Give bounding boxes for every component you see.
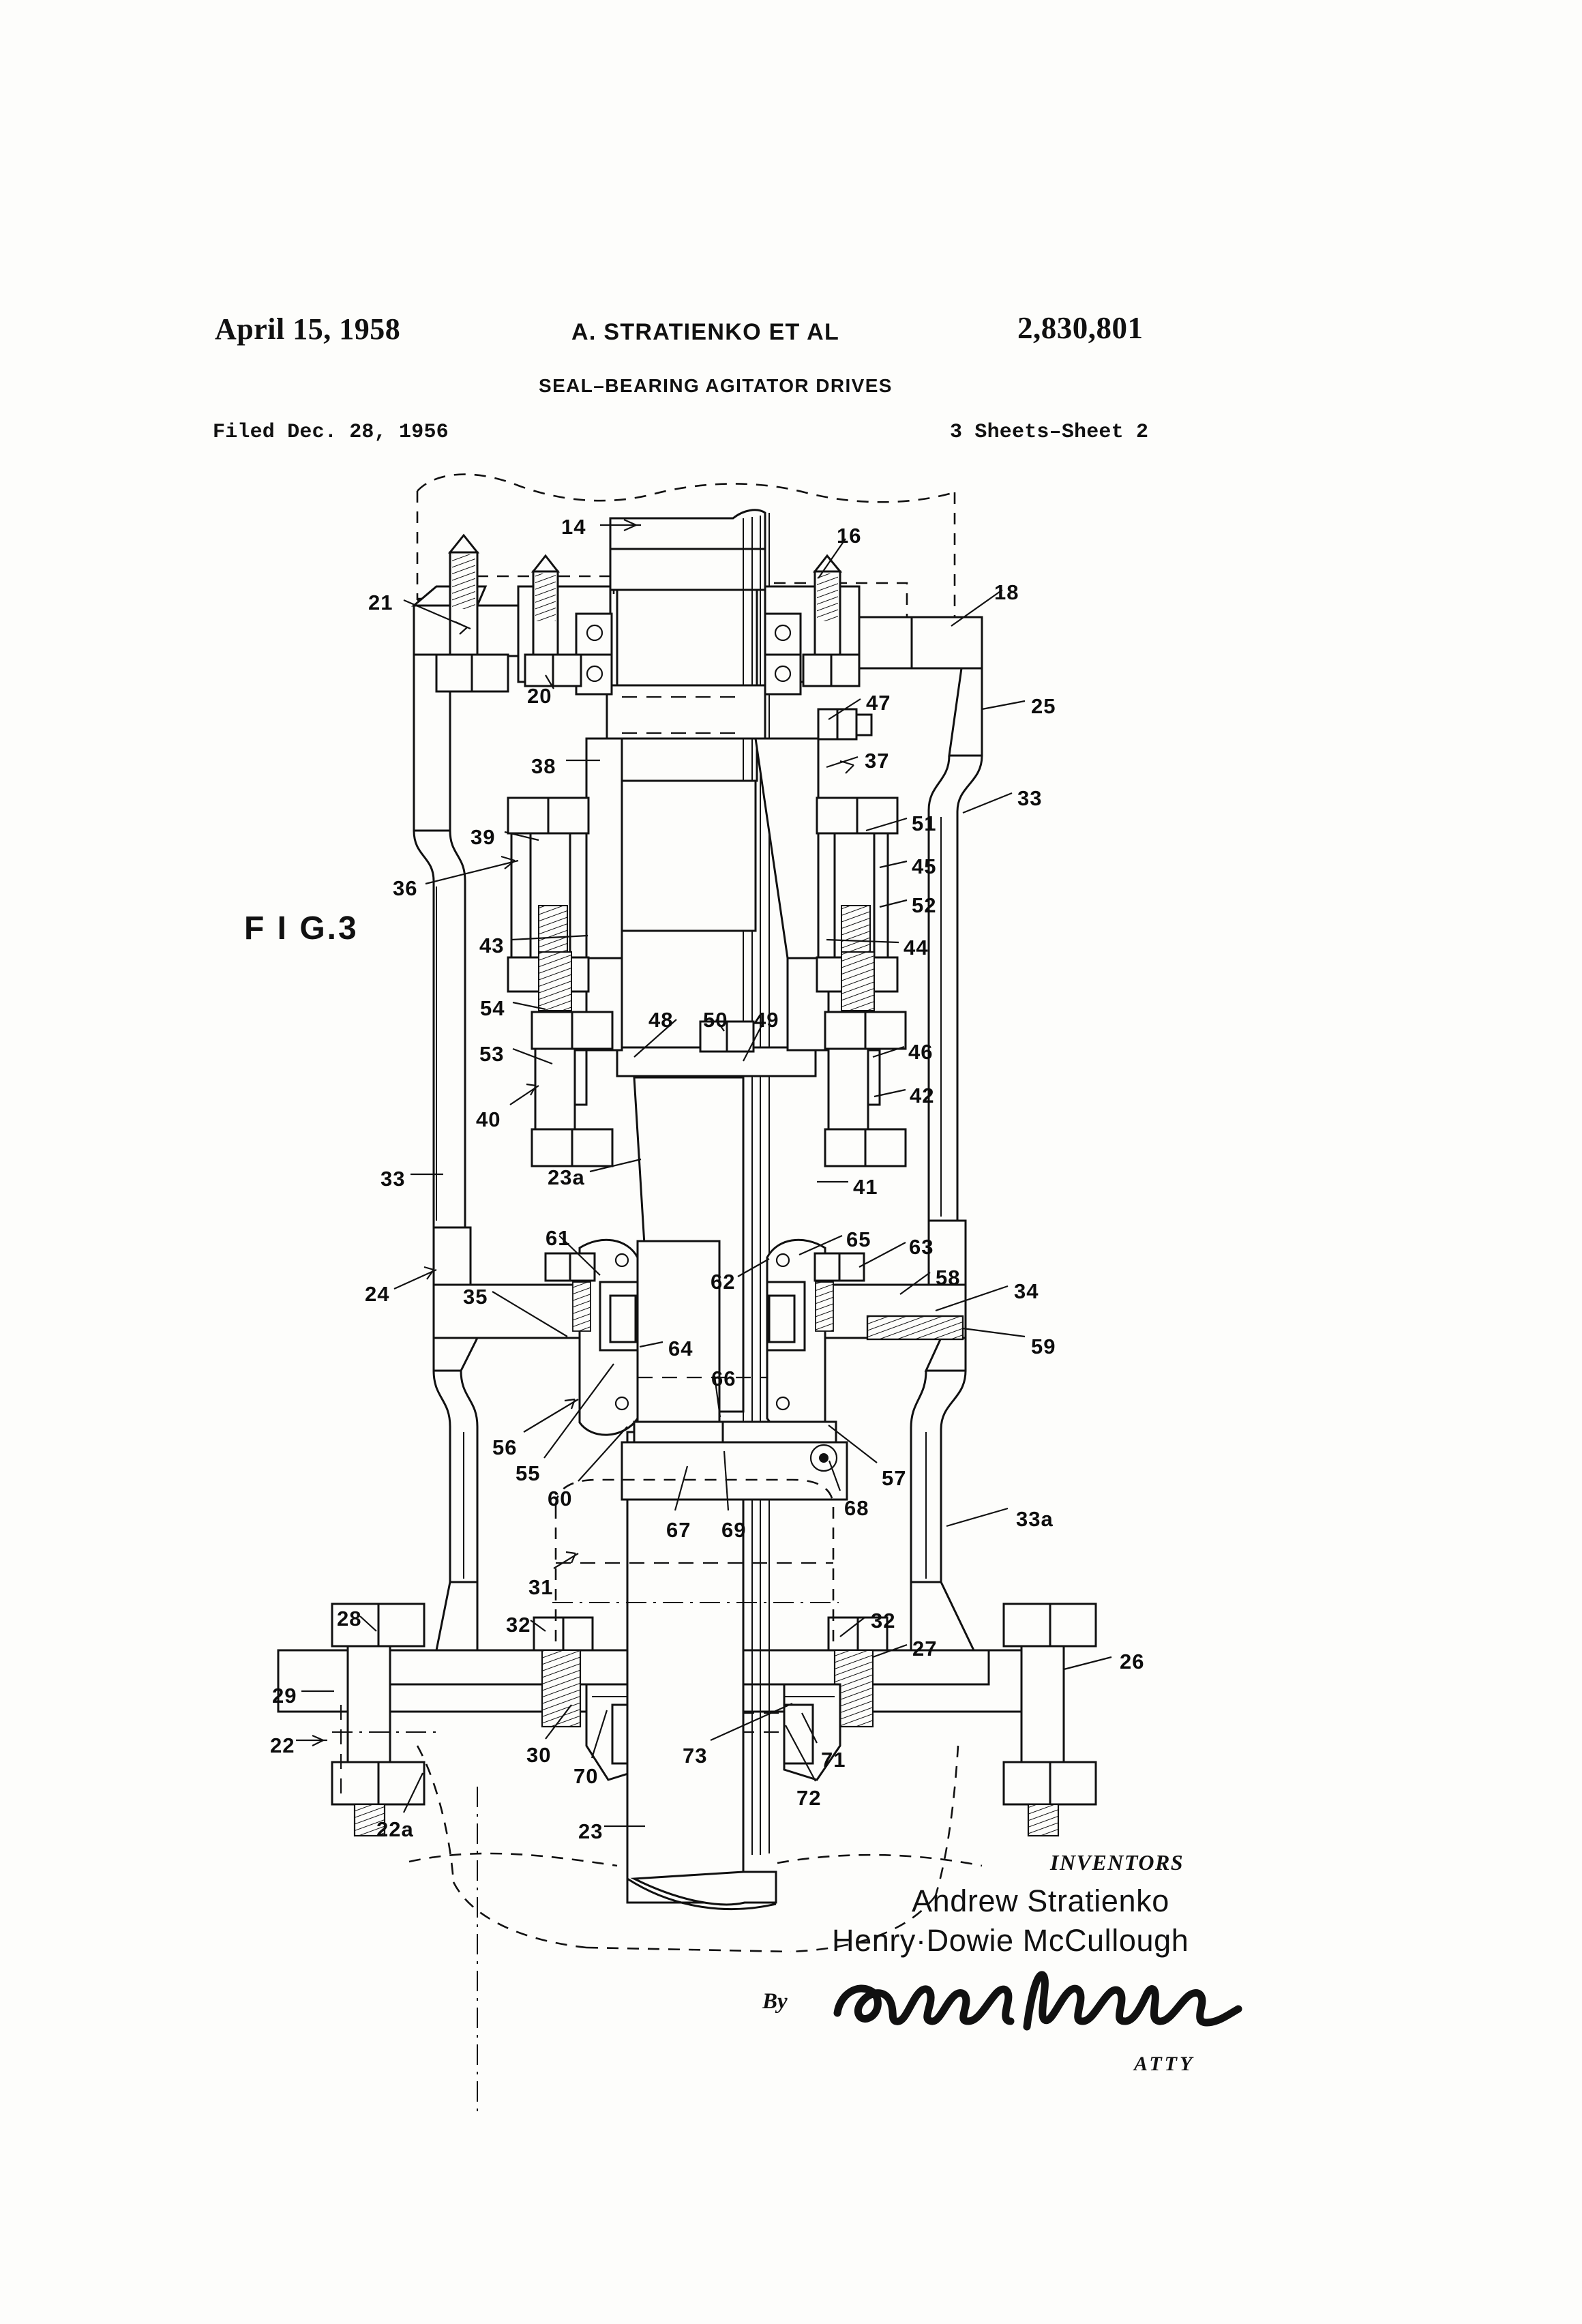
reference-numeral-20: 20 <box>527 684 552 708</box>
upper-bearing-housing <box>435 533 913 696</box>
reference-numeral-43: 43 <box>479 934 505 957</box>
reference-numeral-32l: 32 <box>506 1613 531 1637</box>
reference-numeral-68: 68 <box>844 1496 869 1520</box>
reference-numeral-52: 52 <box>912 893 937 917</box>
reference-numeral-34: 34 <box>1014 1279 1039 1303</box>
reference-numeral-37: 37 <box>865 749 890 773</box>
left-bolt-stack <box>507 796 614 1167</box>
housing-left-wall <box>411 585 488 1328</box>
inventor-line: A. STRATIENKO ET AL <box>571 319 840 345</box>
patent-number: 2,830,801 <box>1017 311 1144 345</box>
by-label: By <box>762 1989 788 2014</box>
reference-numeral-71: 71 <box>821 1748 846 1772</box>
right-bolt-stack <box>816 796 907 1167</box>
reference-numeral-42: 42 <box>910 1084 935 1107</box>
reference-numeral-51: 51 <box>912 811 937 835</box>
reference-numeral-45: 45 <box>912 854 937 878</box>
reference-numeral-30: 30 <box>526 1743 552 1767</box>
reference-numeral-33a: 33a <box>1016 1507 1054 1531</box>
reference-numeral-41: 41 <box>853 1175 878 1199</box>
reference-numeral-67: 67 <box>666 1518 691 1542</box>
reference-numeral-22: 22 <box>270 1733 295 1757</box>
reference-numeral-56: 56 <box>492 1435 518 1459</box>
reference-numeral-53: 53 <box>479 1042 505 1066</box>
reference-numeral-32r: 32 <box>871 1609 896 1633</box>
reference-numeral-73: 73 <box>683 1744 708 1768</box>
reference-numeral-16: 16 <box>837 524 862 548</box>
inventor-name-2: Henry·Dowie McCullough <box>832 1923 1189 1958</box>
reference-numeral-36: 36 <box>393 876 418 900</box>
reference-numeral-48: 48 <box>648 1008 674 1032</box>
reference-numeral-55: 55 <box>516 1461 541 1485</box>
reference-numeral-21: 21 <box>368 591 393 614</box>
reference-numeral-24: 24 <box>365 1282 390 1306</box>
lower-housing-walls <box>432 1370 976 1652</box>
reference-numeral-25: 25 <box>1031 694 1056 718</box>
right-mounting-bolt <box>1002 1603 1097 1837</box>
attorney-label: ATTY <box>1134 2053 1195 2075</box>
reference-numeral-62: 62 <box>711 1270 736 1294</box>
figure-label: F I G.3 <box>244 910 359 947</box>
phantom-lower-housing <box>477 1478 839 2114</box>
reference-numeral-47: 47 <box>866 691 891 715</box>
reference-numeral-63: 63 <box>909 1235 934 1259</box>
reference-numeral-22a: 22a <box>376 1817 414 1841</box>
reference-numeral-54: 54 <box>480 996 505 1020</box>
reference-numeral-28: 28 <box>337 1607 362 1630</box>
seal-bearing-assembly <box>544 1238 865 1501</box>
reference-numeral-50: 50 <box>703 1008 728 1032</box>
base-bolts-32 <box>533 1616 889 1728</box>
reference-numeral-35: 35 <box>463 1285 488 1309</box>
reference-numeral-46: 46 <box>908 1040 934 1064</box>
left-mounting-bolt <box>331 1603 436 1837</box>
filing-date: Filed Dec. 28, 1956 <box>213 421 449 444</box>
reference-numeral-57: 57 <box>882 1466 907 1490</box>
reference-numeral-18: 18 <box>994 580 1019 604</box>
reference-numeral-14: 14 <box>561 515 586 539</box>
phantom-tank-bottom <box>416 1745 959 1953</box>
reference-numeral-39: 39 <box>471 825 496 849</box>
reference-numeral-23: 23 <box>578 1819 603 1843</box>
invention-title: SEAL–BEARING AGITATOR DRIVES <box>539 375 893 396</box>
mid-flange <box>432 1283 967 1372</box>
reference-numeral-29: 29 <box>272 1684 297 1708</box>
reference-numeral-64: 64 <box>668 1337 693 1360</box>
housing-right-wall <box>910 616 983 1328</box>
reference-numeral-44: 44 <box>904 936 929 959</box>
reference-numeral-31: 31 <box>528 1575 554 1599</box>
reference-numeral-33m: 33 <box>380 1167 406 1191</box>
reference-numeral-40: 40 <box>476 1107 501 1131</box>
reference-numeral-26: 26 <box>1120 1650 1145 1673</box>
publication-date: April 15, 1958 <box>215 312 401 346</box>
callout-leaders <box>296 518 1112 1828</box>
reference-numeral-38: 38 <box>531 754 556 778</box>
reference-numeral-69: 69 <box>721 1518 747 1542</box>
reference-numeral-49: 49 <box>754 1008 779 1032</box>
reference-numeral-58: 58 <box>936 1266 961 1290</box>
reference-numeral-66: 66 <box>711 1367 736 1390</box>
attorney-signature <box>833 1971 1242 2031</box>
reference-numeral-23a: 23a <box>548 1165 585 1189</box>
inventor-name-1: Andrew Stratienko <box>912 1883 1169 1918</box>
reference-numeral-65: 65 <box>846 1227 871 1251</box>
reference-numeral-33t: 33 <box>1017 786 1043 810</box>
reference-numeral-59: 59 <box>1031 1335 1056 1358</box>
reference-numeral-61: 61 <box>546 1226 571 1250</box>
reference-numeral-60: 60 <box>548 1487 573 1510</box>
reference-numeral-72: 72 <box>796 1786 822 1810</box>
reference-numeral-70: 70 <box>573 1764 599 1788</box>
inventors-heading: INVENTORS <box>1050 1850 1184 1875</box>
reference-numeral-27: 27 <box>912 1637 938 1660</box>
sheet-number: 3 Sheets–Sheet 2 <box>950 421 1149 444</box>
